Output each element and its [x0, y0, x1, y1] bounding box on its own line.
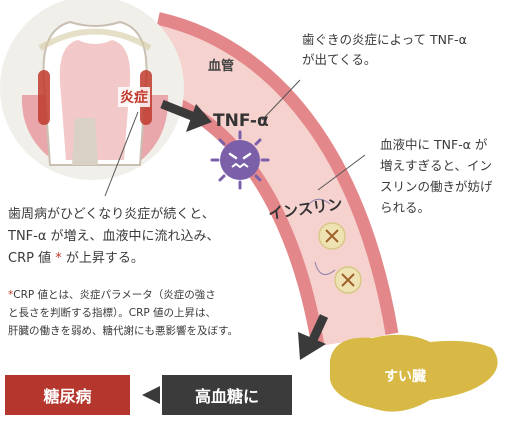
gum-note-line: が出てくる。	[302, 52, 377, 67]
blood-note-line: 増えすぎると、イン	[380, 158, 493, 173]
blood-note-line: られる。	[380, 200, 431, 215]
callout-line-perio	[104, 111, 139, 197]
virus-icon	[210, 130, 270, 190]
crp-footnote-line: 肝臓の働きを弱め、糖代謝にも悪影響を及ぼす。	[8, 325, 238, 337]
callout-line-insulin	[317, 154, 366, 191]
crp-footnote-text: CRP 値とは、炎症パラメータ（炎症の強さ	[13, 289, 216, 301]
perio-note-line: TNF-α が増え、血液中に流れ込み、	[8, 229, 220, 244]
pancreas-icon	[330, 334, 498, 412]
insulin-cell-icon	[304, 198, 362, 294]
blood-note: 血液中に TNF-α が 増えすぎると、イン スリンの働きが妨げ られる。	[380, 134, 493, 218]
crp-footnote: *CRP 値とは、炎症パラメータ（炎症の強さ と長さを判断する指標）。CRP 値…	[8, 286, 238, 340]
arrow-icon	[160, 99, 212, 132]
crp-value-text: CRP 値	[8, 251, 52, 266]
crp-rise-text: が上昇する。	[65, 251, 144, 266]
inflammation-label: 炎症	[118, 87, 150, 107]
flow-arrow-icon	[142, 386, 160, 404]
perio-note-line: 歯周病がひどくなり炎症が続くと、	[8, 207, 215, 222]
blood-note-line: スリンの働きが妨げ	[380, 179, 493, 194]
footnote-asterisk: *	[8, 289, 14, 301]
asterisk-mark: *	[55, 251, 62, 266]
perio-note-line: CRP 値 * が上昇する。	[8, 248, 220, 270]
vessel-label: 血管	[208, 59, 235, 74]
diabetes-box: 糖尿病	[5, 375, 130, 415]
tooth-icon	[0, 0, 184, 180]
perio-note: 歯周病がひどくなり炎症が続くと、 TNF-α が増え、血液中に流れ込み、 CRP…	[8, 204, 220, 270]
gum-note: 歯ぐきの炎症によって TNF-α が出てくる。	[302, 30, 467, 70]
crp-footnote-line: *CRP 値とは、炎症パラメータ（炎症の強さ	[8, 286, 238, 304]
tnf-label: TNF-α	[213, 111, 269, 131]
gum-note-line: 歯ぐきの炎症によって TNF-α	[302, 32, 467, 47]
pancreas-label: すい臓	[384, 369, 426, 385]
arrow-down-icon	[298, 314, 329, 360]
callout-line-tnf	[261, 79, 301, 121]
high-sugar-box: 高血糖に	[162, 375, 292, 415]
crp-footnote-line: と長さを判断する指標）。CRP 値の上昇は、	[8, 307, 217, 319]
blood-note-line: 血液中に TNF-α が	[380, 137, 488, 152]
